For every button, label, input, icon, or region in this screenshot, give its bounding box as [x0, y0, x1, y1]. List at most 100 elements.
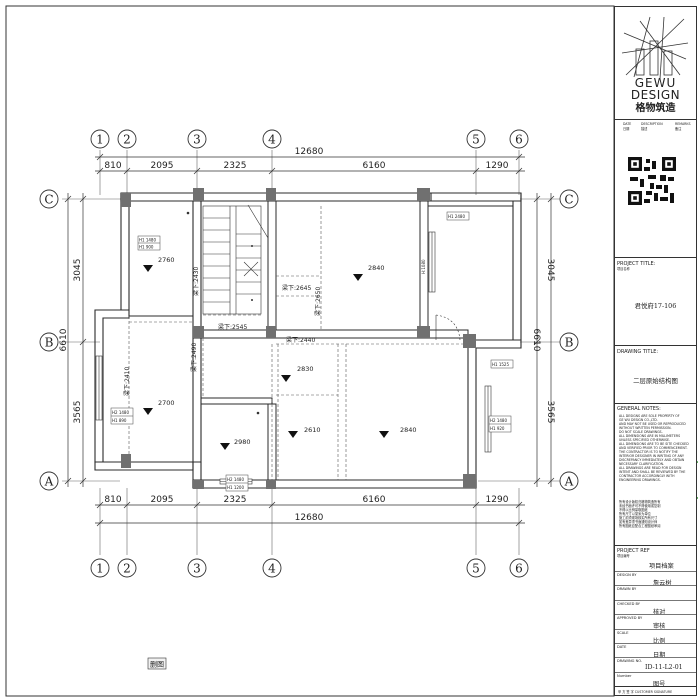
- dim-top-1290: 1290: [486, 161, 509, 171]
- dim-right-total: 6610: [531, 329, 541, 352]
- beam-label-7: 梁下:2410: [123, 367, 131, 396]
- note-line-en: AND VERIFIED PRIOR TO COMMENCEMENT.: [619, 446, 688, 450]
- window-tag-6-h2: H1 920: [490, 426, 505, 431]
- dim-top-2095: 2095: [151, 161, 174, 171]
- general-notes-label: GENERAL NOTES:: [617, 406, 661, 412]
- title-row-key: SCALE: [617, 630, 629, 635]
- room-level-7: 2980: [234, 438, 251, 446]
- side-dimension-lines: [64, 193, 555, 487]
- drawing-title-value: 二层原始结构图: [633, 377, 678, 385]
- structural-columns: [121, 188, 476, 489]
- customer-signature-label: 甲 方 签 字 CUSTOMER SIGNATURE: [618, 690, 673, 694]
- title-row-key: APPROVED BY: [617, 616, 643, 621]
- grid-bubbles-sides: [39, 189, 579, 491]
- dim-top-2325: 2325: [224, 161, 247, 171]
- dim-left-3565: 3565: [73, 401, 83, 424]
- grid-label-col-6-top: 6: [515, 133, 523, 147]
- window-tag-7-h1: H2 1480: [227, 477, 244, 482]
- window-tag-1-h1: H1 1480: [139, 238, 156, 243]
- drawing-title-label: DRAWING TITLE:: [617, 349, 659, 355]
- dim-bottom-2095: 2095: [151, 495, 174, 505]
- room-level-2: 2840: [368, 264, 385, 272]
- beam-label-1: 梁下:2430: [192, 267, 200, 296]
- window-tag-1-h2: H1 900: [139, 245, 154, 250]
- detail-dots: [186, 211, 260, 415]
- room-level-1: 2760: [158, 256, 175, 264]
- drawing-title-section: DRAWING TITLE: 二层原始结构图: [615, 345, 696, 403]
- beam-label-3: 梁下:2545: [218, 323, 247, 331]
- room-level-4: 2830: [297, 365, 314, 373]
- grid-label-col-1-bottom: 1: [96, 562, 104, 576]
- note-line-cn: 所有设计版权归格物筑造所有: [619, 500, 661, 504]
- grid-label-row-a-left: A: [44, 475, 54, 489]
- dim-left-total: 6610: [59, 328, 69, 351]
- window-tag-7-h2: H1 1200: [227, 485, 244, 490]
- window-tag-5-h1: H2 1480: [112, 410, 129, 415]
- window-tag-4: H1 1525: [492, 362, 509, 367]
- dim-top-6160: 6160: [363, 161, 386, 171]
- grid-bubbles-top: [90, 129, 529, 149]
- general-notes-section: GENERAL NOTES: ALL DESIGNS ARE SOLE PROP…: [615, 403, 696, 545]
- top-dimension-lines: [95, 153, 525, 175]
- note-line-cn: 施工前须现场核实所有尺寸: [619, 516, 658, 520]
- level-markers: [143, 265, 389, 450]
- title-row-key: Number: [617, 673, 632, 678]
- rev-col-description-cn: 描述: [641, 127, 648, 131]
- note-line-en: INTENT AND SHALL BE REVIEWED BY THE: [619, 470, 686, 474]
- note-line-en: ALL DRAWINGS ARE READ FOR DESIGN: [619, 466, 682, 470]
- note-line-en: WITHOUT WRITTEN PERMISSION.: [619, 426, 672, 430]
- room-level-3: 2700: [158, 399, 175, 407]
- note-line-en: DO NOT SCALE DRAWINGS.: [619, 430, 663, 434]
- grid-label-row-c-left: C: [44, 193, 53, 207]
- note-line-cn: 未经书面许可不得使用或复制: [619, 504, 661, 508]
- grid-label-col-5-top: 5: [472, 133, 480, 147]
- rev-col-date-cn: 日期: [623, 127, 630, 131]
- window-tag-2: H1 2480: [448, 214, 465, 219]
- project-ref-label: PROJECT REF: [617, 548, 650, 554]
- title-block: GEWU DESIGN 格物筑造 DATE DESCRIPTION REMARK…: [614, 6, 697, 696]
- stamp-box: [147, 657, 167, 670]
- title-row: DRAWING NO.ID-11-L2-01: [615, 657, 696, 671]
- note-line-en: THE CONTRACTOR IS TO NOTIFY THE: [619, 450, 678, 454]
- beam-label-5: 梁下:2645: [282, 284, 311, 292]
- rev-col-remarks: REMARKS: [675, 122, 691, 126]
- grid-label-col-2-top: 2: [123, 133, 131, 147]
- grid-label-col-5-bottom: 5: [472, 562, 480, 576]
- gewu-logo-icon: [621, 16, 689, 80]
- dim-right-3045: 3045: [545, 259, 555, 282]
- project-title-label-cn: 项目名称: [617, 267, 630, 271]
- grid-label-col-4-top: 4: [268, 133, 276, 147]
- bottom-dimension-lines: [95, 501, 525, 527]
- note-line-cn: 如有差异须书面通知设计师: [619, 520, 658, 524]
- grid-label-col-6-bottom: 6: [515, 562, 523, 576]
- brand-chinese: 格物筑造: [635, 103, 676, 114]
- grid-label-col-2-bottom: 2: [123, 562, 131, 576]
- note-line-cn: 不得以比例量取图纸: [619, 508, 648, 512]
- dim-top-total: 12680: [295, 147, 324, 157]
- note-line-cn: 所有图纸应配合工程图纸审阅: [619, 524, 661, 528]
- dim-bottom-2325: 2325: [224, 495, 247, 505]
- rev-col-date: DATE: [623, 122, 632, 126]
- sheet-border: [5, 5, 615, 697]
- room-level-6: 2840: [400, 426, 417, 434]
- stamp-text: 删图: [150, 660, 164, 669]
- dim-bottom-total: 12680: [295, 513, 324, 523]
- project-title-section: PROJECT TITLE: 项目名称 君悦府17-106: [615, 257, 696, 345]
- window-tag-3: H:1080: [421, 259, 426, 274]
- notes-chinese: 所有设计版权归格物筑造所有未经书面许可不得使用或复制不得以比例量取图纸所有尺寸以…: [619, 500, 695, 528]
- signature-section: 甲 方 签 字 CUSTOMER SIGNATURE: [615, 686, 696, 696]
- grid-label-col-4-bottom: 4: [268, 562, 276, 576]
- beam-label-6: 梁下:2650: [314, 287, 322, 316]
- beam-label-2: 梁下:2490: [190, 343, 198, 372]
- window-tag-5-h2: H1 890: [112, 418, 127, 423]
- revision-header: DATE DESCRIPTION REMARKS 日期 描述 备注: [615, 119, 696, 139]
- dim-right-3565: 3565: [545, 401, 555, 424]
- grid-bubbles-bottom: [90, 558, 529, 578]
- title-row-key: CHECKED BY: [617, 601, 640, 606]
- note-line-en: ENGINEERING DRAWINGS.: [619, 478, 661, 482]
